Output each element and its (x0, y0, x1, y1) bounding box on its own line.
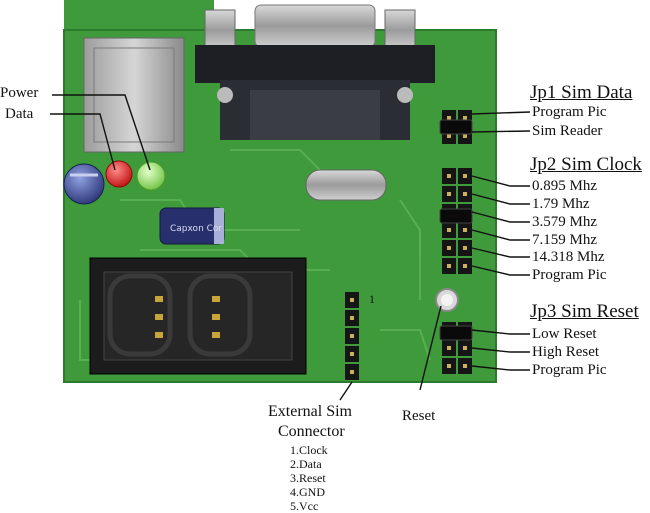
jp3-title: Jp3 Sim Reset (530, 301, 639, 322)
connector-pin: 4.GND (290, 485, 325, 499)
led-power-green (136, 161, 166, 191)
callout-jp1-program-pic (471, 111, 531, 115)
crystal-oscillator (305, 169, 387, 201)
jp2-header-left (442, 168, 456, 274)
jp1-title: Jp1 Sim Data (530, 82, 633, 103)
callout-external-sim (339, 381, 353, 401)
jp2-option: 14.318 Mhz (532, 249, 605, 265)
callout-lines (50, 94, 531, 401)
jp3-jumper-cap (439, 325, 473, 341)
capacitor-text: Capxon Cor (170, 224, 222, 234)
callout-jp2-3579 (471, 211, 530, 223)
jp3-option: Program Pic (532, 362, 607, 378)
jp1-option: Program Pic (532, 104, 607, 120)
callout-jp3-low (471, 329, 530, 335)
jp2-option: 3.579 Mhz (532, 214, 597, 230)
reset-button (435, 288, 459, 312)
callout-jp2-0895 (471, 175, 530, 187)
sim-socket (89, 257, 307, 375)
pcb-edge (64, 0, 214, 40)
capacitor-blue (63, 163, 105, 205)
callout-jp1-sim-reader (471, 130, 531, 133)
jp2-jumper-cap (439, 208, 473, 224)
power-label: Power (0, 85, 39, 101)
callout-jp2-14318 (471, 247, 530, 258)
callout-jp2-program-pic (471, 265, 530, 276)
jp1-option: Sim Reader (532, 123, 603, 139)
callout-power (52, 94, 151, 171)
callout-data (50, 113, 116, 171)
connector-pin: 2.Data (290, 457, 322, 471)
connector-pin: 3.Reset (290, 471, 326, 485)
pin-one-marker: 1 (369, 292, 375, 306)
jp2-option: 1.79 Mhz (532, 196, 590, 212)
connector-title-line2: Connector (278, 423, 345, 440)
jumper-headers (345, 110, 473, 380)
reset-label: Reset (402, 408, 436, 424)
connector-title-line1: External Sim (268, 403, 352, 420)
external-sim-header (345, 292, 359, 380)
jp3-option: High Reset (532, 344, 600, 360)
jp2-title: Jp2 Sim Clock (530, 154, 642, 175)
db9-connector (195, 4, 435, 140)
callout-jp2-7159 (471, 229, 530, 241)
jp2-option: 7.159 Mhz (532, 232, 597, 248)
jp2-option: Program Pic (532, 267, 607, 283)
jp1-jumper-cap (439, 119, 473, 135)
connector-pin: 5.Vcc (290, 499, 319, 513)
jp3-option: Low Reset (532, 326, 597, 342)
callout-jp3-high (471, 347, 530, 353)
callout-jp3-program-pic (471, 365, 530, 371)
callout-reset (419, 305, 442, 391)
data-label: Data (5, 106, 34, 122)
jp2-option: 0.895 Mhz (532, 178, 597, 194)
callout-jp2-179 (471, 193, 530, 205)
connector-pin: 1.Clock (290, 443, 328, 457)
led-data-red (105, 160, 133, 188)
